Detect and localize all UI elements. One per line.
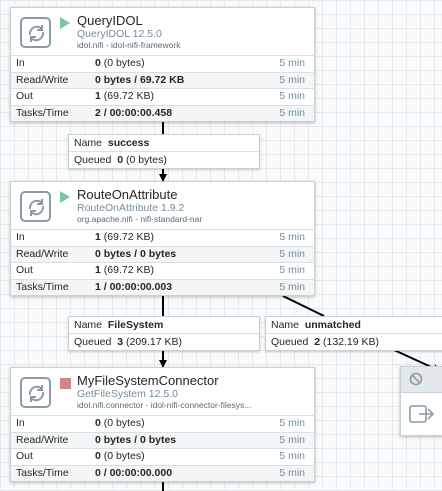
- stat-label: Out: [16, 264, 33, 276]
- stat-label: Tasks/Time: [16, 466, 69, 479]
- stat-row-readwrite: Read/Write 0 bytes / 69.72 KB 5 min: [11, 71, 314, 88]
- processor-bundle: org.apache.nifi - nifi-standard-nar: [77, 214, 203, 224]
- stat-label: Read/Write: [16, 73, 69, 86]
- stat-row-tasks: Tasks/Time 2 / 00:00:00.458 5 min: [11, 104, 314, 121]
- stat-label: Tasks/Time: [16, 106, 69, 119]
- stat-value: 2 / 00:00:00.458: [95, 106, 173, 119]
- connection-queued-row: Queued 2 (132.19 KB): [271, 336, 380, 348]
- stat-label: In: [16, 231, 25, 243]
- processor-icon: [20, 377, 51, 408]
- output-port-icon: [409, 405, 435, 428]
- connection-success[interactable]: Name success Queued 0 (0 bytes): [68, 134, 260, 169]
- processor-type: QueryIDOL 12.5.0: [77, 28, 162, 40]
- stat-label: In: [16, 417, 25, 429]
- stat-time: 5 min: [279, 264, 305, 276]
- processor-myfilesystemconnector[interactable]: MyFileSystemConnector GetFileSystem 12.5…: [10, 367, 315, 482]
- processor-type: GetFileSystem 12.5.0: [77, 388, 178, 400]
- stat-time: 5 min: [279, 466, 305, 479]
- stat-value: 0 / 00:00:00.000: [95, 466, 173, 479]
- processor-header: MyFileSystemConnector GetFileSystem 12.5…: [11, 368, 314, 415]
- component-header: [401, 367, 442, 393]
- stat-label: In: [16, 57, 25, 69]
- stat-time: 5 min: [279, 106, 305, 119]
- stat-label: Out: [16, 450, 33, 462]
- stat-value: 0 bytes / 0 bytes: [95, 433, 177, 446]
- processor-icon: [20, 191, 51, 222]
- play-icon[interactable]: [60, 16, 70, 34]
- stat-row-in: In 1 (69.72 KB) 5 min: [11, 229, 314, 246]
- stat-value: 0 (0 bytes): [95, 450, 145, 462]
- stat-value: 0 (0 bytes): [95, 57, 145, 69]
- processor-name: RouteOnAttribute: [77, 187, 178, 202]
- stat-row-tasks: Tasks/Time 0 / 00:00:00.000 5 min: [11, 464, 314, 481]
- connection-name-row: Name success: [69, 135, 259, 152]
- processor-queryidol[interactable]: QueryIDOL QueryIDOL 12.5.0 idol.nifi - i…: [10, 7, 315, 122]
- stat-time: 5 min: [279, 231, 305, 243]
- stat-row-out: Out 0 (0 bytes) 5 min: [11, 448, 314, 465]
- processor-name: QueryIDOL: [77, 13, 143, 28]
- connection-unmatched[interactable]: Name unmatched Queued 2 (132.19 KB): [265, 316, 442, 351]
- stat-row-readwrite: Read/Write 0 bytes / 0 bytes 5 min: [11, 431, 314, 448]
- stat-row-out: Out 1 (69.72 KB) 5 min: [11, 88, 314, 105]
- stat-time: 5 min: [279, 90, 305, 102]
- stat-time: 5 min: [279, 417, 305, 429]
- stat-label: Read/Write: [16, 433, 69, 446]
- stat-row-in: In 0 (0 bytes) 5 min: [11, 55, 314, 72]
- processor-routeonattribute[interactable]: RouteOnAttribute RouteOnAttribute 1.9.2 …: [10, 181, 315, 296]
- connection-name-row: Name unmatched: [266, 317, 442, 334]
- processor-name: MyFileSystemConnector: [77, 373, 219, 388]
- connection-name-row: Name FileSystem: [69, 317, 259, 334]
- stat-value: 1 / 00:00:00.003: [95, 280, 173, 293]
- stat-time: 5 min: [279, 450, 305, 462]
- stat-time: 5 min: [279, 247, 305, 260]
- processor-header: QueryIDOL QueryIDOL 12.5.0 idol.nifi - i…: [11, 8, 314, 55]
- edge-line: [282, 295, 325, 317]
- stat-label: Out: [16, 90, 33, 102]
- stat-label: Read/Write: [16, 247, 69, 260]
- stop-icon[interactable]: [60, 376, 71, 394]
- stat-label: Tasks/Time: [16, 280, 69, 293]
- stat-value: 0 bytes / 0 bytes: [95, 247, 177, 260]
- play-icon[interactable]: [60, 190, 70, 208]
- stat-value: 1 (69.72 KB): [95, 264, 154, 276]
- stat-row-readwrite: Read/Write 0 bytes / 0 bytes 5 min: [11, 245, 314, 262]
- processor-bundle: idol.nifi.connector - idol-nifi-connecto…: [77, 400, 252, 410]
- stat-time: 5 min: [279, 433, 305, 446]
- connection-filesystem[interactable]: Name FileSystem Queued 3 (209.17 KB): [68, 316, 260, 351]
- connection-queued-row: Queued 3 (209.17 KB): [74, 336, 183, 348]
- processor-type: RouteOnAttribute 1.9.2: [77, 202, 185, 214]
- output-port-component[interactable]: [400, 366, 442, 436]
- connection-queued-row: Queued 0 (0 bytes): [74, 154, 167, 166]
- stat-row-in: In 0 (0 bytes) 5 min: [11, 415, 314, 432]
- stat-time: 5 min: [279, 57, 305, 69]
- stat-value: 1 (69.72 KB): [95, 231, 154, 243]
- stat-time: 5 min: [279, 280, 305, 293]
- stat-value: 0 (0 bytes): [95, 417, 145, 429]
- processor-header: RouteOnAttribute RouteOnAttribute 1.9.2 …: [11, 182, 314, 229]
- stat-value: 1 (69.72 KB): [95, 90, 154, 102]
- stat-value: 0 bytes / 69.72 KB: [95, 73, 185, 86]
- stat-time: 5 min: [279, 73, 305, 86]
- disabled-icon: [409, 372, 423, 391]
- processor-bundle: idol.nifi - idol-nifi-framework: [77, 40, 181, 50]
- stat-row-tasks: Tasks/Time 1 / 00:00:00.003 5 min: [11, 278, 314, 295]
- processor-icon: [20, 17, 51, 48]
- stat-row-out: Out 1 (69.72 KB) 5 min: [11, 262, 314, 279]
